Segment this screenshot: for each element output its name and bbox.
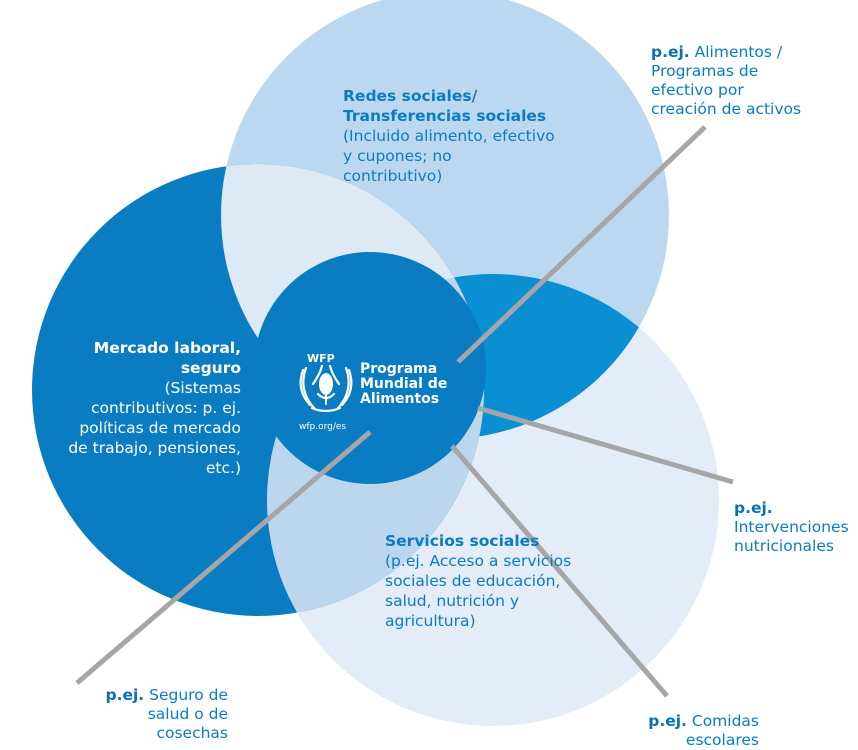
wfp-wheat-emblem-icon xyxy=(299,364,353,413)
redes-desc-line: y cupones; no xyxy=(343,147,452,165)
mercado-laboral-label: Mercado laboral, seguro (Sistemas contri… xyxy=(68,338,241,478)
example-text: Comidas xyxy=(691,712,759,730)
mercado-desc-line: políticas de mercado xyxy=(79,419,241,437)
example-prefix: p.ej. xyxy=(651,43,690,61)
connector-line-nutricion xyxy=(477,405,734,485)
example-alimentos-line: Programas de xyxy=(651,62,759,80)
servicios-desc-line: salud, nutrición y xyxy=(385,592,520,610)
example-seguro-line: salud o de xyxy=(147,705,228,723)
example-comidas: p.ej. Comidas escolares xyxy=(634,712,759,750)
example-seguro: p.ej. Seguro de salud o de cosechas xyxy=(106,686,229,743)
example-text: Alimentos / xyxy=(694,43,783,61)
mercado-desc-line: (Sistemas xyxy=(164,379,241,397)
redes-title-line: Transferencias sociales xyxy=(343,107,547,125)
wfp-title-line: Alimentos xyxy=(360,391,440,407)
connector-line-seguro xyxy=(75,430,372,685)
example-nutricion-line: Intervenciones xyxy=(734,518,849,536)
redes-title-line: Redes sociales/ xyxy=(343,87,478,105)
example-comidas-line: p.ej. Comidas xyxy=(634,712,759,731)
example-prefix: p.ej. xyxy=(105,686,145,704)
wfp-emblem-abbr: WFP xyxy=(307,352,335,365)
redes-desc-line: (Incluido alimento, efectivo xyxy=(343,127,555,145)
wfp-program-title: Programa Mundial de Alimentos xyxy=(360,362,447,407)
example-comidas-line: escolares xyxy=(685,731,759,749)
example-alimentos-line: efectivo por xyxy=(651,81,744,99)
redes-desc-line: contributivo) xyxy=(343,167,443,185)
servicios-desc-line: sociales de educación, xyxy=(385,572,561,590)
mercado-desc-line: etc.) xyxy=(205,459,241,477)
redes-sociales-label: Redes sociales/ Transferencias sociales … xyxy=(343,86,555,186)
example-prefix: p.ej. xyxy=(648,712,687,730)
wfp-center-circle xyxy=(254,252,486,484)
wfp-title-line: Mundial de xyxy=(360,376,448,392)
example-seguro-line: cosechas xyxy=(156,724,228,742)
mercado-desc-line: de trabajo, pensiones, xyxy=(68,439,241,457)
servicios-desc-line: agricultura) xyxy=(385,612,476,630)
example-prefix: p.ej. xyxy=(734,499,773,517)
wfp-title-line: Programa xyxy=(360,361,438,377)
connector-line-alimentos xyxy=(456,125,707,364)
wfp-url: wfp.org/es xyxy=(299,422,347,432)
example-text: Seguro de xyxy=(149,686,228,704)
connector-line-comidas xyxy=(450,444,669,698)
example-alimentos-line: creación de activos xyxy=(651,100,802,118)
example-seguro-line: p.ej. Seguro de xyxy=(106,686,229,705)
servicios-sociales-label: Servicios sociales (p.ej. Acceso a servi… xyxy=(385,531,571,631)
example-nutricion: p.ej. Intervenciones nutricionales xyxy=(734,499,849,556)
mercado-desc-line: contributivos: p. ej. xyxy=(91,399,241,417)
example-alimentos: p.ej. Alimentos / Programas de efectivo … xyxy=(651,43,801,119)
example-nutricion-line: nutricionales xyxy=(734,537,834,555)
servicios-desc-line: (p.ej. Acceso a servicios xyxy=(385,552,572,570)
mercado-title-line: seguro xyxy=(180,359,241,377)
servicios-title: Servicios sociales xyxy=(385,532,540,550)
mercado-title-line: Mercado laboral, xyxy=(93,339,241,357)
example-alimentos-line: p.ej. Alimentos / xyxy=(651,43,801,62)
